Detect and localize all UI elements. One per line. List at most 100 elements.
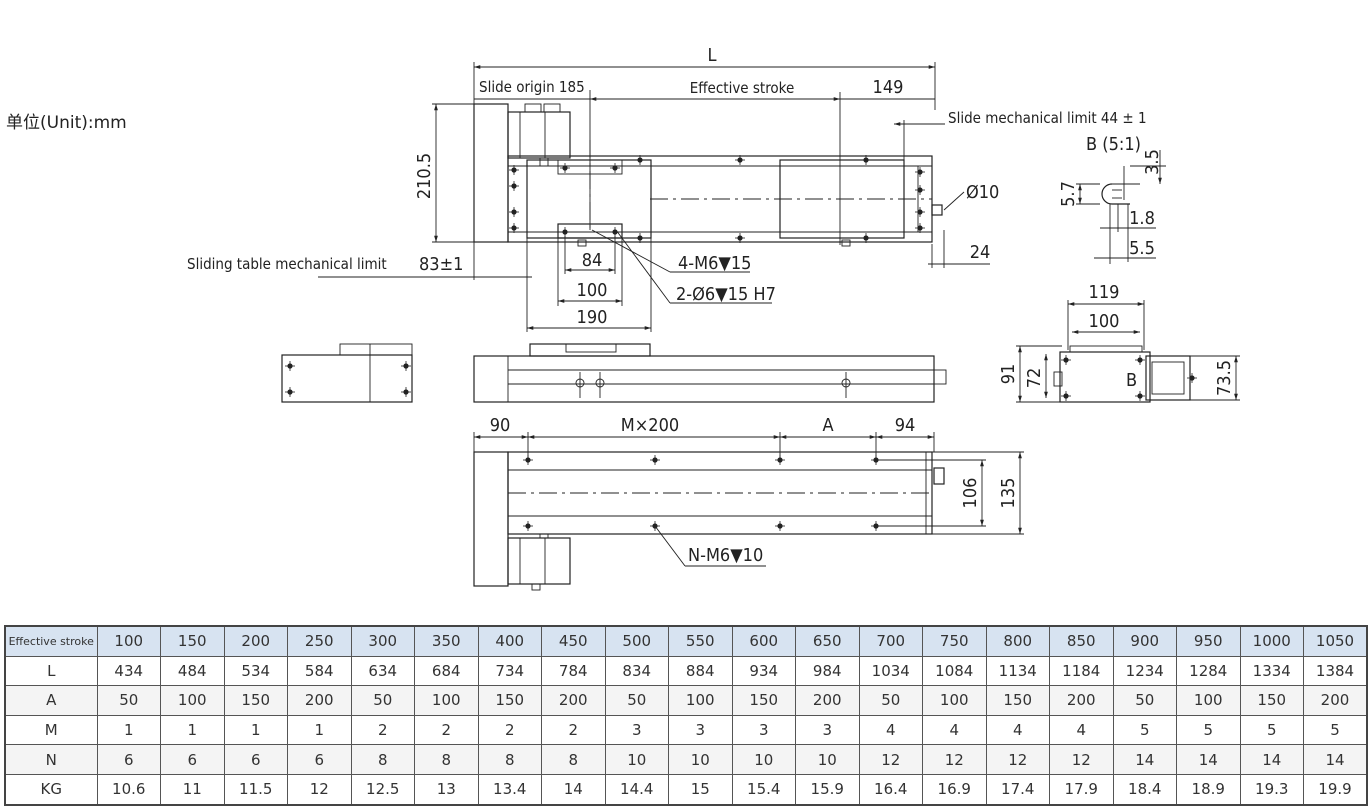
dim-L: L	[707, 45, 716, 66]
technical-drawing: L Slide origin 185 Effective stroke 149 …	[187, 45, 1240, 591]
table-cell: 200	[223, 625, 288, 657]
table-cell: 4	[1049, 714, 1114, 746]
table-cell: 4	[922, 714, 987, 746]
dim-210-5: 210.5	[414, 153, 435, 199]
table-cell: 12	[1049, 744, 1114, 775]
effective-stroke-label: Effective stroke	[690, 79, 795, 97]
table-cell: 1	[287, 714, 352, 746]
table-cell: 1084	[922, 655, 987, 687]
table-cell: 5	[1239, 714, 1304, 746]
table-cell: 17.4	[985, 773, 1050, 806]
table-cell: 484	[160, 655, 225, 687]
table-cell: 12	[922, 744, 987, 775]
unit-label: 单位(Unit):mm	[6, 113, 127, 133]
table-cell: 10	[731, 744, 796, 775]
table-cell: 300	[350, 625, 415, 657]
dim-149: 149	[873, 77, 904, 98]
dim-73-5: 73.5	[1214, 360, 1235, 396]
table-cell: 12.5	[350, 773, 415, 806]
table-cell: 550	[668, 625, 733, 657]
table-cell: 1000	[1239, 625, 1304, 657]
side-view: 119 100 B 91 72 73.5	[998, 282, 1240, 403]
label-4-m6: 4-M6▼15	[678, 253, 751, 274]
row-header: Effective stroke	[4, 625, 98, 657]
table-cell: 1184	[1049, 655, 1114, 687]
table-cell: 100	[160, 685, 225, 716]
table-cell: 100	[922, 685, 987, 716]
table-cell: 17.9	[1049, 773, 1114, 806]
table-cell: 2	[414, 714, 479, 746]
table-cell: 100	[1176, 685, 1241, 716]
table-cell: 50	[96, 685, 161, 716]
table-cell: 19.3	[1239, 773, 1304, 806]
table-cell: 6	[223, 744, 288, 775]
dim-91: 91	[998, 364, 1019, 385]
table-cell: 13.4	[477, 773, 542, 806]
table-cell: 16.4	[858, 773, 923, 806]
label-n-m6: N-M6▼10	[688, 545, 763, 566]
table-cell: 3	[795, 714, 860, 746]
table-cell: 5	[1303, 714, 1368, 746]
table-cell: 6	[160, 744, 225, 775]
dim-5-5: 5.5	[1129, 238, 1155, 259]
table-cell: 634	[350, 655, 415, 687]
table-cell: 100	[414, 685, 479, 716]
slide-mech-limit-label: Slide mechanical limit 44 ± 1	[948, 109, 1147, 127]
table-cell: 10	[668, 744, 733, 775]
row-header: M	[4, 714, 98, 746]
table-cell: 12	[287, 773, 352, 806]
table-cell: 10.6	[96, 773, 161, 806]
dim-106: 106	[960, 478, 981, 509]
dim-94: 94	[895, 415, 916, 436]
table-cell: 150	[477, 685, 542, 716]
table-cell: 884	[668, 655, 733, 687]
label-B: B	[1126, 370, 1137, 391]
table-cell: 12	[858, 744, 923, 775]
dim-100-side: 100	[1089, 311, 1120, 332]
table-cell: 150	[1239, 685, 1304, 716]
dim-83: 83±1	[419, 254, 463, 275]
table-cell: 150	[731, 685, 796, 716]
table-cell: 950	[1176, 625, 1241, 657]
table-cell: 934	[731, 655, 796, 687]
table-cell: 800	[985, 625, 1050, 657]
table-cell: 4	[985, 714, 1050, 746]
row-header: L	[4, 655, 98, 687]
table-cell: 8	[477, 744, 542, 775]
table-cell: 984	[795, 655, 860, 687]
table-cell: 6	[287, 744, 352, 775]
dim-190: 190	[577, 307, 608, 328]
dim-m-200: M×200	[621, 415, 679, 436]
detail-b-label: B (5:1)	[1086, 134, 1141, 155]
table-cell: 14	[1239, 744, 1304, 775]
table-cell: 1384	[1303, 655, 1368, 687]
table-cell: 1050	[1303, 625, 1368, 657]
table-cell: 1134	[985, 655, 1050, 687]
table-cell: 10	[604, 744, 669, 775]
table-cell: 2	[477, 714, 542, 746]
table-cell: 200	[287, 685, 352, 716]
table-cell: 900	[1112, 625, 1177, 657]
table-cell: 5	[1176, 714, 1241, 746]
table-cell: 10	[795, 744, 860, 775]
dim-72: 72	[1024, 368, 1045, 389]
table-cell: 8	[414, 744, 479, 775]
table-cell: 200	[1049, 685, 1114, 716]
table-cell: 3	[731, 714, 796, 746]
table-cell: 50	[350, 685, 415, 716]
table-cell: 250	[287, 625, 352, 657]
table-cell: 200	[795, 685, 860, 716]
table-cell: 14.4	[604, 773, 669, 806]
table-cell: 2	[350, 714, 415, 746]
dim-1-8: 1.8	[1129, 208, 1155, 229]
dim-100-top: 100	[577, 280, 608, 301]
table-cell: 684	[414, 655, 479, 687]
dim-119: 119	[1089, 282, 1120, 303]
table-cell: 150	[223, 685, 288, 716]
table-cell: 4	[858, 714, 923, 746]
